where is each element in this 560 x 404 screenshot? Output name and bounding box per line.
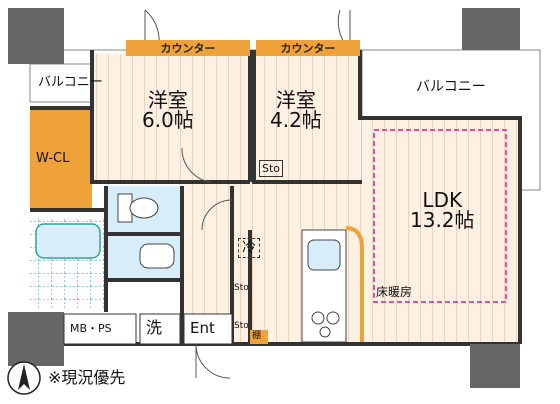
balcony-right-label: バルコニー [416, 79, 486, 95]
ldk-size: 13.2帖 [410, 208, 475, 232]
current-condition-note: ※現況優先 [48, 368, 126, 387]
walk-in-closet-area [30, 110, 92, 208]
counter-room-2: カウンター [256, 40, 360, 56]
storage-label-1: Sto [259, 160, 284, 177]
western-room-2-size: 4.2帖 [270, 108, 322, 132]
washer-area [139, 313, 181, 345]
bathtub [35, 223, 101, 259]
meter-box-area [63, 313, 137, 345]
western-room-1-label: 洋室 6.0帖 [142, 90, 194, 130]
washer-label: 洗 [146, 318, 163, 337]
entrance-label: Ent [190, 319, 215, 337]
floor-heating-zone [373, 129, 507, 303]
shelf-area [250, 330, 268, 344]
storage-label-2: Sto [234, 283, 249, 293]
western-room-1-floor [92, 54, 250, 182]
balcony-left-label: バルコニー [38, 75, 103, 90]
western-room-1-size: 6.0帖 [142, 108, 194, 132]
entrance-area [183, 313, 233, 345]
walk-in-closet-label: W-CL [36, 151, 70, 166]
western-room-2-label: 洋室 4.2帖 [270, 90, 322, 130]
western-room-1-name: 洋室 [147, 88, 188, 112]
shelf-label: 棚 [252, 331, 262, 341]
meter-box-label: MB・PS [70, 322, 112, 335]
north-arrow-icon [7, 361, 41, 395]
western-room-2-name: 洋室 [275, 88, 316, 112]
ldk-label: LDK 13.2帖 [410, 190, 475, 230]
structural-columns [8, 8, 520, 388]
floor-heating-label: 床暖房 [376, 285, 413, 299]
ldk-name: LDK [422, 188, 463, 212]
fridge-label: 冷 [238, 238, 260, 258]
counter-room-1: カウンター [126, 40, 250, 56]
storage-label-3: Sto [234, 321, 249, 331]
ldk-floor [362, 118, 518, 342]
